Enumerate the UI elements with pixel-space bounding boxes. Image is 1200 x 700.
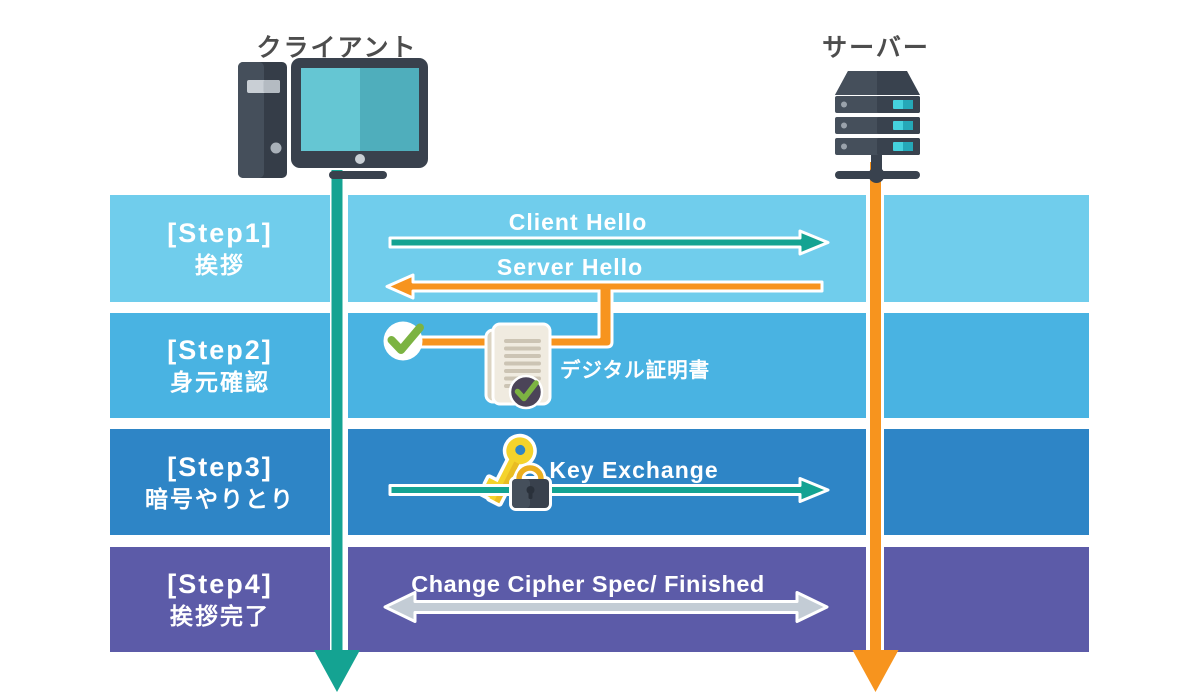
desktop-computer-icon: [238, 58, 428, 179]
step2-tag: [Step2]: [167, 335, 273, 365]
band-step4-main-cell: [348, 547, 866, 652]
band-step2-right-cell: [884, 313, 1089, 418]
step4-title: 挨拶完了: [170, 603, 270, 629]
message-label-key-exchange: Key Exchange: [549, 457, 719, 483]
step3-label: [Step3] 暗号やりとり: [110, 429, 330, 535]
band-step1-right-cell: [884, 195, 1089, 302]
step2-label: [Step2] 身元確認: [110, 313, 330, 418]
message-label-digital-certificate: デジタル証明書: [560, 359, 711, 382]
band-step1-label-cell: [110, 195, 330, 302]
band-step3-label-cell: [110, 429, 330, 535]
server-rack-icon: [835, 71, 920, 183]
message-label-client-hello: Client Hello: [508, 209, 648, 235]
message-label-change-cipher-spec: Change Cipher Spec/ Finished: [411, 571, 765, 597]
step2-title: 身元確認: [170, 369, 270, 395]
step4-label: [Step4] 挨拶完了: [110, 547, 330, 652]
step1-label: [Step1] 挨拶: [110, 195, 330, 302]
step3-title: 暗号やりとり: [145, 485, 295, 512]
actor-label-client: クライアント: [256, 34, 418, 62]
step1-tag: [Step1]: [167, 218, 273, 248]
step3-tag: [Step3]: [167, 451, 273, 482]
actor-label-server: サーバー: [822, 34, 930, 62]
step4-tag: [Step4]: [167, 569, 273, 599]
band-step4-label-cell: [110, 547, 330, 652]
band-step4-right-cell: [884, 547, 1089, 652]
band-step3-right-cell: [884, 429, 1089, 535]
band-step2-label-cell: [110, 313, 330, 418]
message-label-server-hello: Server Hello: [496, 254, 644, 280]
step1-title: 挨拶: [195, 252, 245, 278]
